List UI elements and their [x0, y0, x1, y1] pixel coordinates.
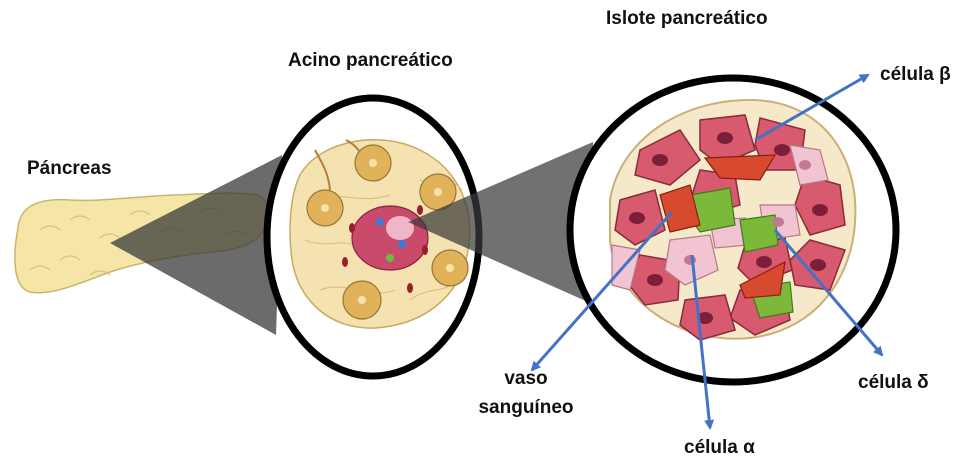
label-vaso: vaso sanguíneo: [466, 368, 586, 420]
label-islote: Islote pancreático: [606, 8, 768, 31]
islote-circle: [570, 78, 896, 382]
label-acino: Acino pancreático: [288, 50, 453, 73]
label-vaso-line2: sanguíneo: [466, 397, 586, 420]
label-beta: célula β: [880, 64, 951, 87]
zoom-cone-acino: [110, 155, 282, 335]
label-alpha: célula α: [684, 437, 755, 460]
label-delta: célula δ: [858, 372, 929, 395]
label-vaso-line1: vaso: [466, 368, 586, 391]
label-pancreas: Páncreas: [27, 158, 112, 181]
